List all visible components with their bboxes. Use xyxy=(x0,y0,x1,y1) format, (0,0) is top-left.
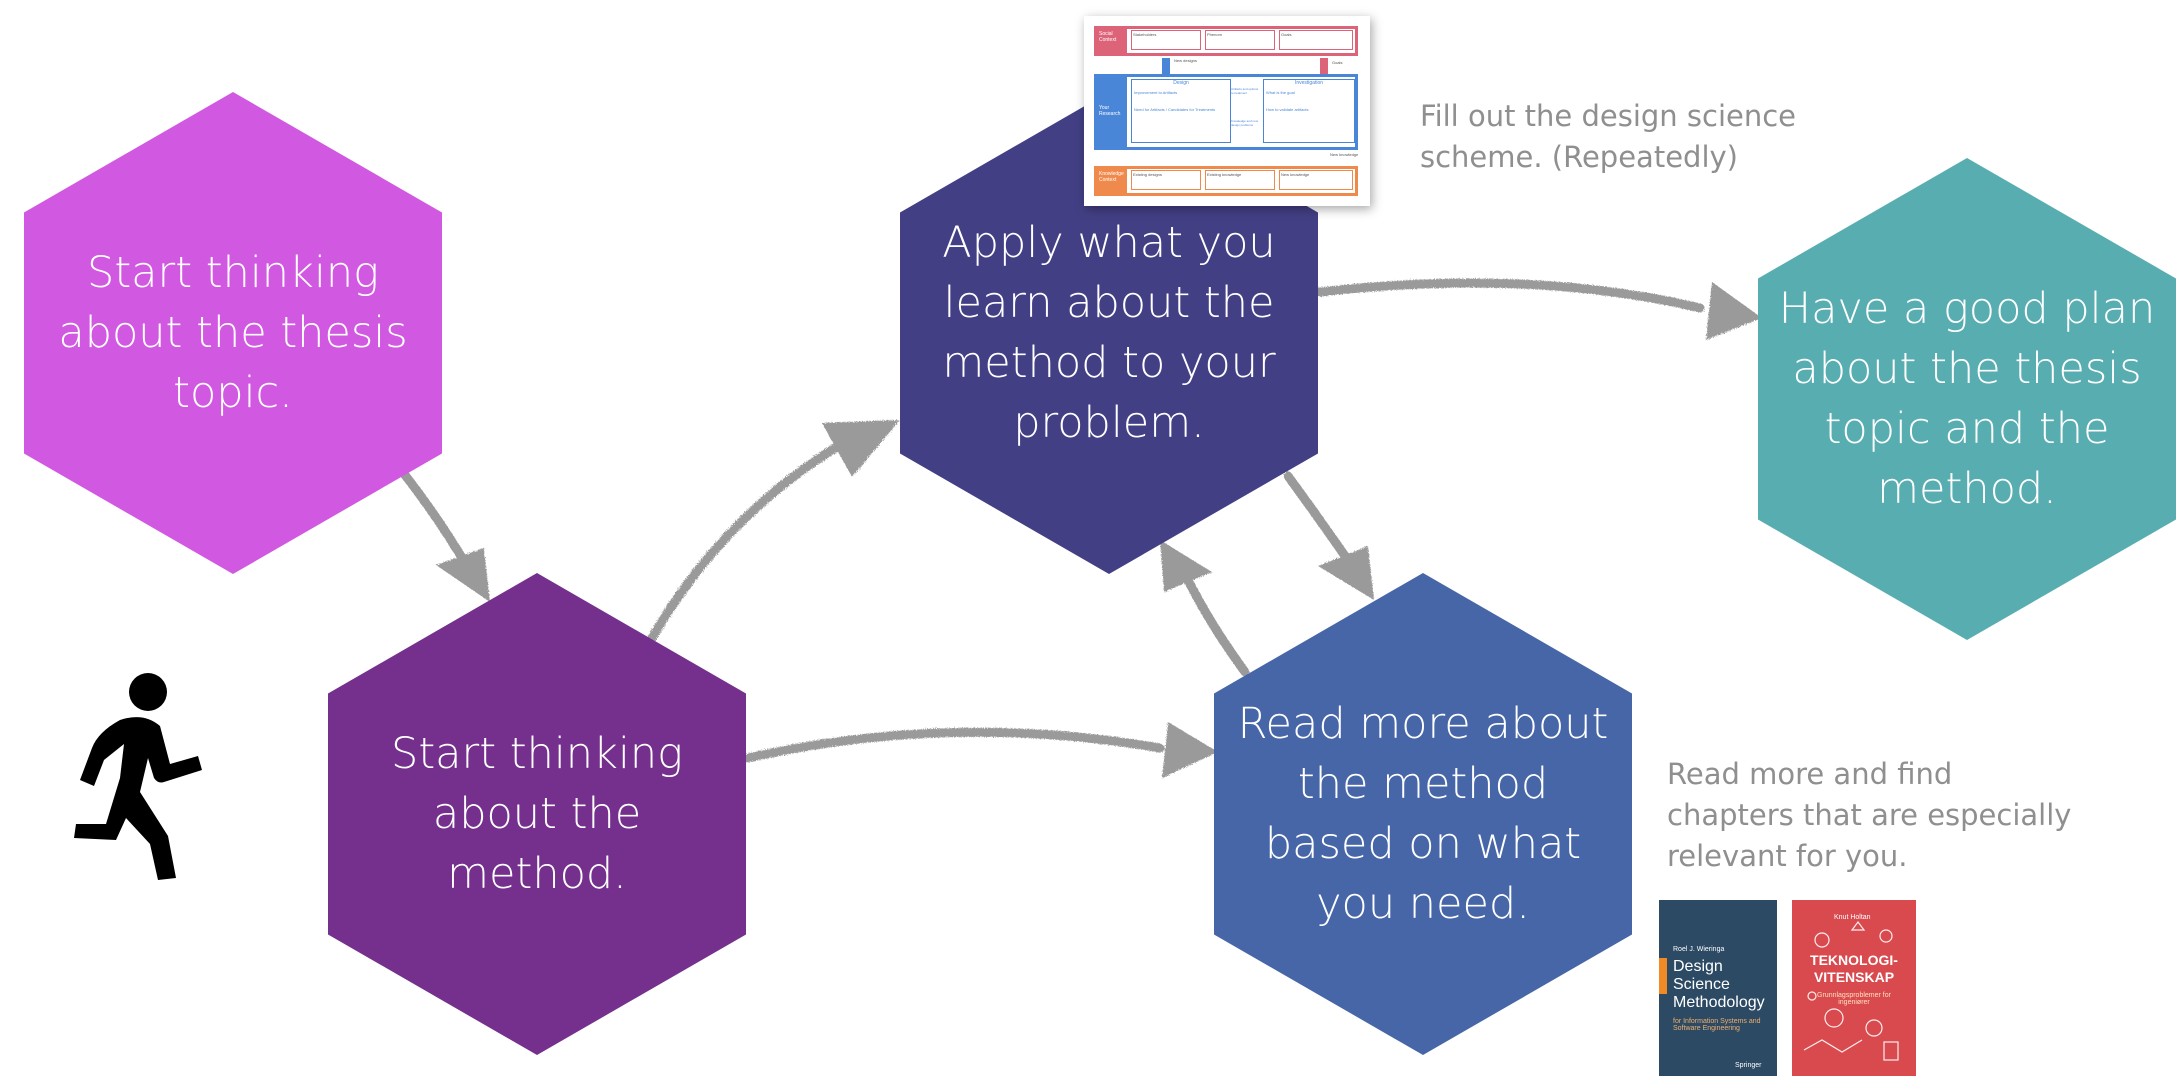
scheme-design-title: Design xyxy=(1173,80,1189,86)
arrow-method-to-apply xyxy=(647,420,900,643)
design-science-scheme-thumbnail: Social Context Stakeholders Phenom Goals… xyxy=(1084,16,1370,206)
book-design-science-methodology: Roel J. Wieringa Design Science Methodol… xyxy=(1659,900,1777,1076)
arrow-read-to-apply xyxy=(1160,540,1250,677)
scheme-arrow-label-1: New designs xyxy=(1174,58,1197,63)
scheme-social-cell-2: Phenom xyxy=(1205,30,1275,50)
book-1-title: Design Science Methodology xyxy=(1673,958,1765,1011)
book-2-illustration-icon xyxy=(1803,921,1899,1061)
scheme-design-box: Design Improvement to Artifacts Need for… xyxy=(1131,79,1231,143)
book-2-title: TEKNOLOGI-VITENSKAP xyxy=(1810,952,1898,985)
scheme-arrow-down-right xyxy=(1320,58,1328,76)
scheme-investigation-box: Investigation What is the goal How to va… xyxy=(1263,79,1355,143)
scheme-knowledge-cell-1: Existing designs xyxy=(1131,170,1201,190)
note-fill-scheme: Fill out the design science scheme. (Rep… xyxy=(1420,99,1797,174)
scheme-social-cell-3: Goals xyxy=(1279,30,1353,50)
scheme-investigation-title: Investigation xyxy=(1294,80,1324,86)
scheme-row-research: Your Research Design Improvement to Arti… xyxy=(1094,74,1358,150)
scheme-middle-item-1: Artifacts and options to treatment xyxy=(1231,87,1259,95)
arrow-topic-to-method xyxy=(400,470,490,602)
book-1-accent xyxy=(1659,958,1667,994)
scheme-arrow-up-left xyxy=(1162,58,1170,76)
book-2-author: Knut Holtan xyxy=(1834,914,1871,921)
scheme-middle-item-2: Knowledge and new design problems xyxy=(1231,119,1259,127)
book-2-subtitle: Grunnlagsproblemer for ingeniører xyxy=(1817,992,1891,1006)
book-teknologi-vitenskap: Knut Holtan TEKNOLOGI-VITENSKAP Grunnlag… xyxy=(1792,900,1916,1076)
running-person-icon xyxy=(74,673,202,880)
scheme-design-item-1: Improvement to Artifacts xyxy=(1134,90,1178,95)
scheme-investigation-item-2: How to validate artifacts xyxy=(1266,107,1309,112)
arrow-apply-to-plan xyxy=(1315,278,1762,340)
book-1-publisher: Springer xyxy=(1735,1062,1762,1069)
book-1-author: Roel J. Wieringa xyxy=(1673,946,1725,953)
scheme-label-research: Your Research xyxy=(1097,77,1127,147)
scheme-investigation-item-1: What is the goal xyxy=(1266,90,1295,95)
scheme-knowledge-cell-2: Existing knowledge xyxy=(1205,170,1275,190)
scheme-label-social: Social Context xyxy=(1097,29,1127,53)
scheme-label-knowledge: Knowledge Context xyxy=(1097,169,1127,193)
scheme-knowledge-cell-3: New knowledge xyxy=(1279,170,1353,190)
book-1-subtitle: for Information Systems and Software Eng… xyxy=(1673,1018,1761,1032)
scheme-row-knowledge: Knowledge Context Existing designs Exist… xyxy=(1094,166,1358,196)
scheme-row-social: Social Context Stakeholders Phenom Goals xyxy=(1094,26,1358,56)
arrow-method-to-read xyxy=(743,722,1218,778)
scheme-design-item-2: Need for Artifacts / Candidates for Trea… xyxy=(1134,107,1216,112)
note-read-more: Read more and find chapters that are esp… xyxy=(1667,757,2072,873)
scheme-arrow-label-2: Goals xyxy=(1332,60,1343,65)
scheme-social-cell-1: Stakeholders xyxy=(1131,30,1201,50)
scheme-arrow-label-3: New knowledge xyxy=(1330,152,1359,157)
arrow-apply-to-read xyxy=(1283,471,1374,600)
